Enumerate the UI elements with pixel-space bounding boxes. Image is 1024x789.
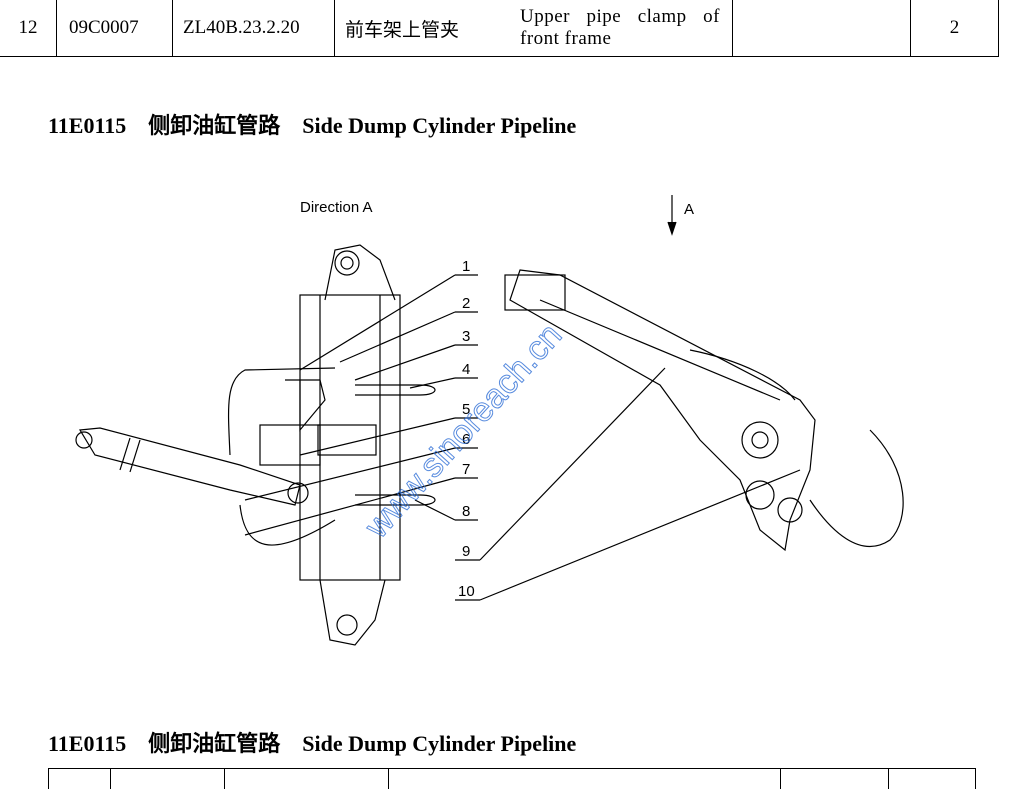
section-code: 11E0115 — [48, 113, 127, 138]
section-name-cn: 侧卸油缸管路 — [148, 731, 281, 756]
direction-a-label: Direction A — [300, 199, 373, 216]
section-name-cn: 侧卸油缸管路 — [148, 113, 281, 138]
section-code: 11E0115 — [48, 731, 127, 756]
callout-2: 2 — [462, 295, 470, 312]
callout-numbers: 1 2 3 4 5 6 7 8 9 10 — [458, 258, 475, 600]
callout-1: 1 — [462, 258, 470, 275]
hoses-right — [689, 349, 904, 547]
table-column — [780, 769, 781, 789]
part-name-en: Upper pipe clamp of front frame — [508, 0, 732, 56]
svg-text:A: A — [684, 201, 694, 218]
callout-6: 6 — [462, 431, 470, 448]
callout-5: 5 — [462, 401, 470, 418]
part-name-en-text: Upper pipe clamp of front frame — [520, 6, 720, 49]
table-column — [48, 769, 49, 789]
table-column — [224, 769, 225, 789]
frame-side-view — [504, 269, 816, 552]
direction-arrow: A — [667, 195, 694, 236]
part-name-cn: 前车架上管夹 — [334, 0, 508, 56]
callout-7: 7 — [462, 461, 470, 478]
hoses-left — [227, 367, 436, 546]
table-column — [388, 769, 389, 789]
quantity: 2 — [910, 0, 998, 56]
remark-cell — [732, 0, 910, 56]
parts-table-header — [48, 768, 976, 789]
table-column — [888, 769, 889, 789]
callout-8: 8 — [462, 503, 470, 520]
parts-table-row: 12 09C0007 ZL40B.23.2.20 前车架上管夹 Upper pi… — [0, 0, 999, 57]
cylinder-left — [75, 427, 309, 506]
callout-10: 10 — [458, 583, 475, 600]
item-code: 09C0007 — [56, 0, 172, 56]
callout-4: 4 — [462, 361, 470, 378]
section-title-repeat: 11E0115 侧卸油缸管路 Side Dump Cylinder Pipeline — [48, 726, 598, 758]
callout-leaders — [244, 274, 801, 601]
part-number: ZL40B.23.2.20 — [172, 0, 334, 56]
section-name-en: Side Dump Cylinder Pipeline — [302, 731, 577, 756]
item-number: 12 — [18, 17, 38, 38]
section-name-en: Side Dump Cylinder Pipeline — [302, 113, 577, 138]
frame-front-view — [259, 244, 401, 646]
callout-3: 3 — [462, 328, 470, 345]
callout-9: 9 — [462, 543, 470, 560]
section-title: 11E0115 侧卸油缸管路 Side Dump Cylinder Pipeline — [48, 108, 598, 140]
table-column — [110, 769, 111, 789]
